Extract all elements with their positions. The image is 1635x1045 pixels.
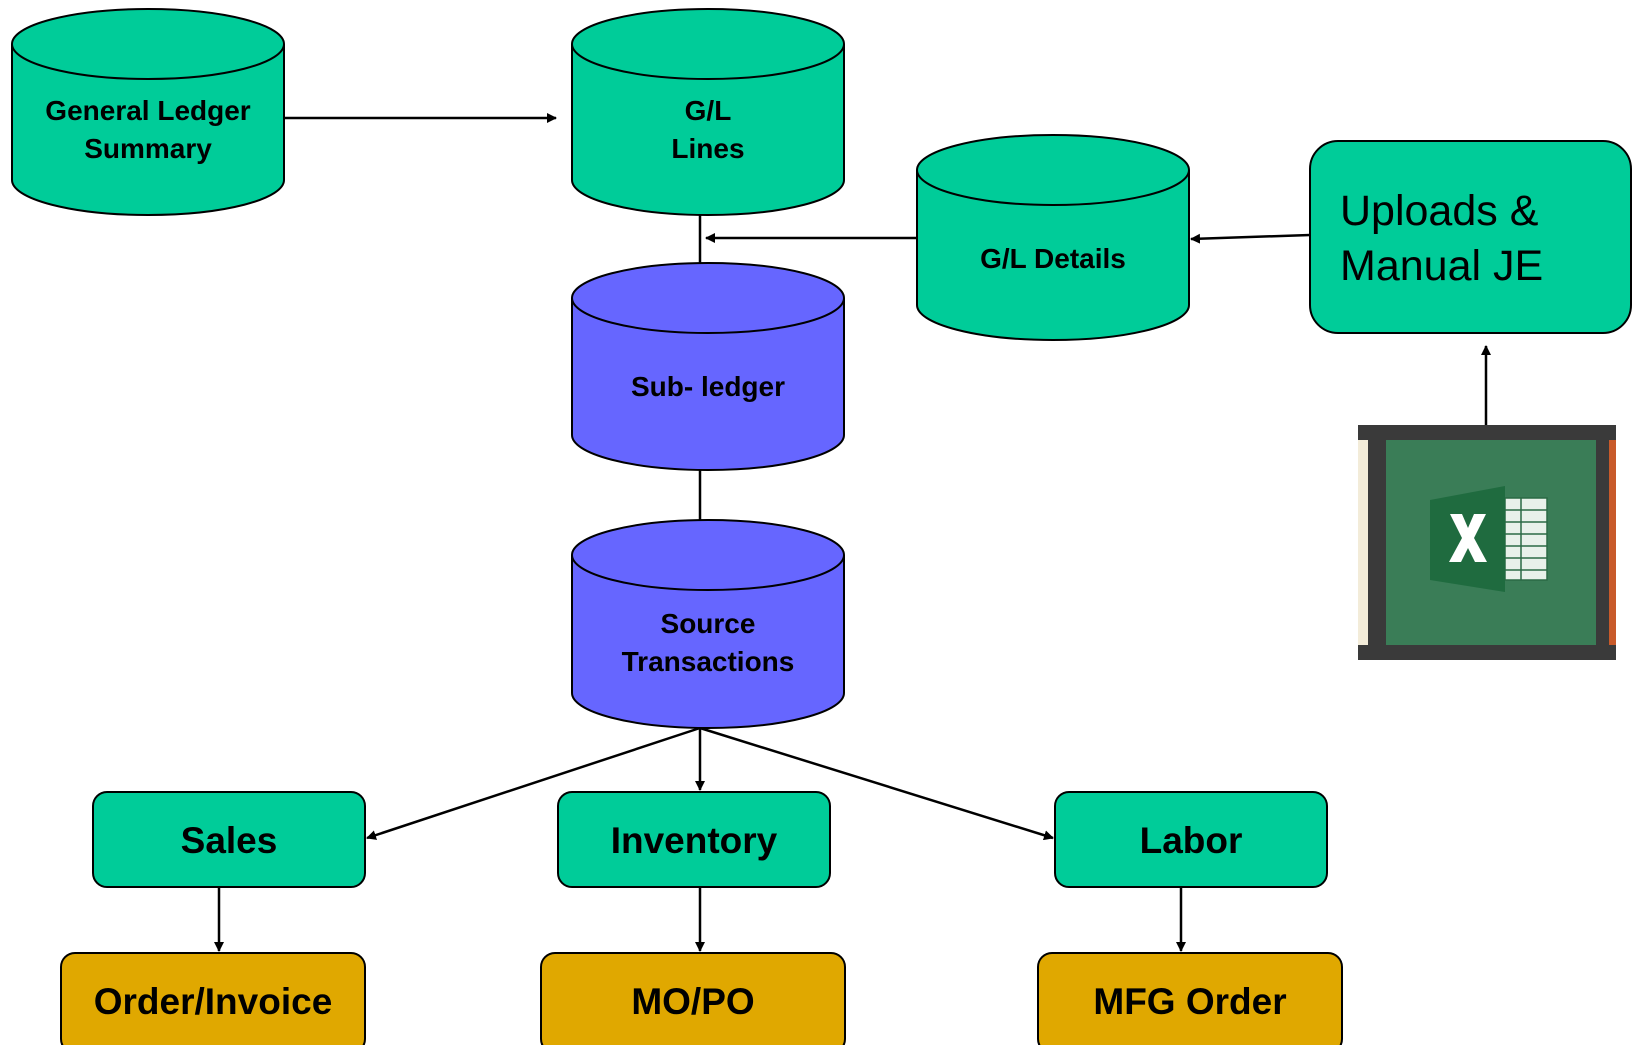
- gl-lines-label-line1: G/L: [685, 95, 732, 126]
- order-invoice-label: Order/Invoice: [94, 981, 333, 1022]
- uploads-label-line2: Manual JE: [1340, 242, 1543, 290]
- inventory-box: Inventory: [557, 791, 831, 888]
- gl-lines-cylinder: G/L Lines: [571, 8, 845, 216]
- source-transactions-cylinder: Source Transactions: [571, 519, 845, 729]
- arrow-source-to-labor: [699, 726, 1054, 841]
- subledger-cylinder: Sub- ledger: [571, 262, 845, 471]
- labor-label: Labor: [1140, 820, 1243, 861]
- subledger-label: Sub- ledger: [631, 371, 785, 402]
- sales-box: Sales: [92, 791, 366, 888]
- source-label-line2: Transactions: [622, 646, 795, 677]
- gl-lines-label-line2: Lines: [671, 133, 744, 164]
- sales-label: Sales: [181, 820, 278, 861]
- gl-details-cylinder: G/L Details: [916, 134, 1190, 341]
- gl-summary-label-line2: Summary: [84, 133, 212, 164]
- inventory-label: Inventory: [611, 820, 778, 861]
- mo-po-box: MO/PO: [540, 952, 846, 1045]
- gl-details-label: G/L Details: [980, 243, 1126, 274]
- arrow-uploads-to-details: [1190, 233, 1311, 244]
- mfg-order-label: MFG Order: [1093, 981, 1286, 1022]
- excel-icon: [1358, 425, 1616, 660]
- mfg-order-box: MFG Order: [1037, 952, 1343, 1045]
- order-invoice-box: Order/Invoice: [60, 952, 366, 1045]
- uploads-manual-je-box: Uploads & Manual JE: [1309, 140, 1632, 334]
- gl-summary-label-line1: General Ledger: [45, 95, 251, 126]
- mo-po-label: MO/PO: [631, 981, 754, 1022]
- arrow-source-to-sales: [366, 726, 701, 840]
- general-ledger-summary-cylinder: General Ledger Summary: [11, 8, 285, 216]
- source-label-line1: Source: [661, 608, 756, 639]
- uploads-label-line1: Uploads &: [1340, 187, 1539, 235]
- labor-box: Labor: [1054, 791, 1328, 888]
